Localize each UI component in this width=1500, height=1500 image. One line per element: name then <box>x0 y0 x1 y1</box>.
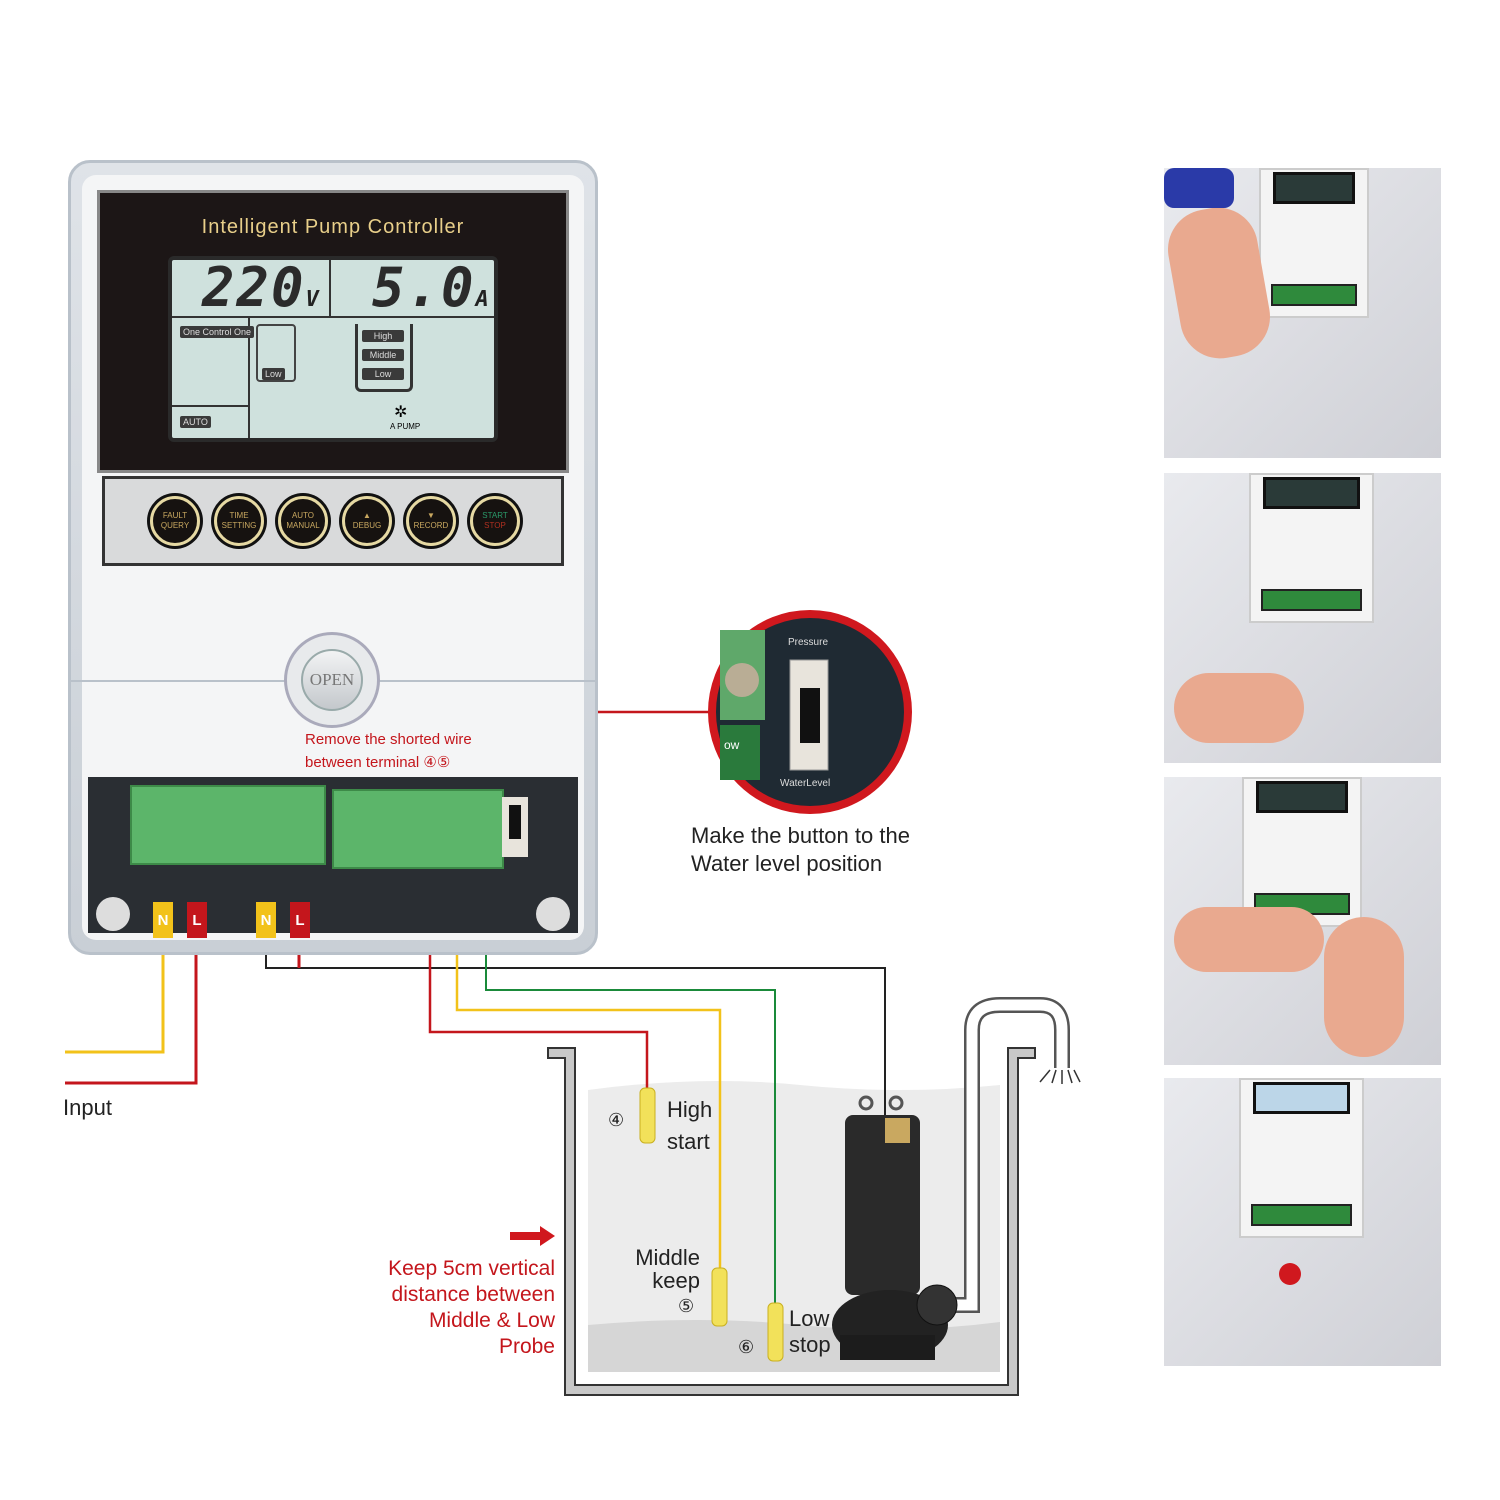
arrow-icon <box>510 1226 555 1246</box>
probe-middle <box>711 1267 728 1327</box>
input-label: Input <box>63 1095 112 1120</box>
plug-l: L <box>187 902 207 938</box>
pump-tag: A PUMP <box>390 422 421 431</box>
level-high: High <box>362 330 404 342</box>
level-middle: Middle <box>362 349 404 361</box>
probe-high <box>639 1087 656 1144</box>
probe-number-4: ④ <box>608 1110 625 1130</box>
input-wire-yellow <box>65 935 165 1054</box>
probe-low <box>767 1302 784 1362</box>
plug-n: N <box>153 902 173 938</box>
terminal-block <box>88 777 578 933</box>
probe-number-5: ⑤ <box>678 1296 695 1316</box>
current-readout: 5.0 <box>372 256 476 319</box>
down-button[interactable]: ▼RECORD <box>406 496 456 546</box>
fan-icon: ✲ <box>394 404 408 421</box>
controller-title: Intelligent Pump Controller <box>201 216 465 238</box>
install-photo-1 <box>1164 168 1441 458</box>
level-low: Low <box>362 368 404 380</box>
current-unit: A <box>475 287 491 312</box>
sprinkler-icon <box>1039 1069 1081 1084</box>
auto-tag: AUTO <box>180 416 211 428</box>
input-plugs: N L <box>153 902 207 938</box>
tank-icon <box>256 324 296 382</box>
submersible-pump <box>832 1095 958 1360</box>
inset-pressure-label: Pressure <box>788 637 829 648</box>
pump-plugs: N L <box>256 902 310 938</box>
lcd-screen: 220V 5.0A One Control One AUTO Low High … <box>168 256 498 442</box>
voltage-unit: V <box>305 287 321 312</box>
inset-waterlevel-label: WaterLevel <box>780 778 831 789</box>
plug-n: N <box>256 902 276 938</box>
install-photo-3 <box>1164 777 1441 1065</box>
mode-tag: One Control One <box>180 326 255 338</box>
voltage-readout: 220 <box>202 256 306 319</box>
input-wire-red <box>65 935 198 1085</box>
install-photo-4 <box>1164 1078 1441 1366</box>
up-button[interactable]: ▲DEBUG <box>342 496 392 546</box>
open-button[interactable]: OPEN <box>284 632 380 728</box>
install-photo-2 <box>1164 473 1441 763</box>
plug-l: L <box>290 902 310 938</box>
inset-side-label: ow <box>724 738 740 752</box>
tank-low-tag: Low <box>262 368 285 380</box>
probe-number-6: ⑥ <box>738 1337 755 1357</box>
